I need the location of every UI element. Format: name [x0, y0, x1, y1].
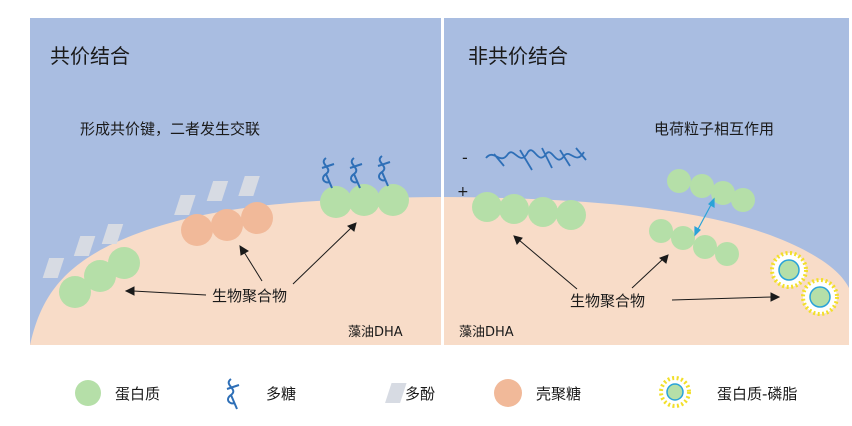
protein-particle [556, 200, 586, 230]
protein-particle [731, 188, 755, 212]
positive-charge-sign: + [457, 184, 469, 200]
protein-particle [528, 197, 558, 227]
arrowhead-icon [659, 254, 669, 264]
polyphenol-icon [42, 258, 65, 278]
polysaccharide-strand [485, 147, 587, 171]
right-panel-title: 非共价结合 [468, 44, 568, 68]
polyphenol-icon [174, 195, 196, 215]
right-protein-chain-1 [472, 192, 586, 230]
protein-phospholipid-particle [770, 251, 808, 289]
arrowhead-icon [770, 292, 781, 302]
interaction-double-arrow [694, 197, 715, 237]
right-aggregate-label: 生物聚合物 [570, 292, 645, 310]
protein-particle [649, 219, 673, 243]
protein-particle [320, 186, 352, 218]
legend-protein-label: 蛋白质 [115, 385, 160, 403]
right-oil-droplet [444, 197, 849, 345]
legend-protein-icon [75, 380, 101, 406]
left-oil-label: 藻油DHA [348, 325, 403, 340]
right-oil-label: 藻油DHA [459, 325, 514, 340]
legend-chitosan-icon [494, 379, 522, 407]
left-arrows [124, 222, 357, 296]
arrow-line [243, 251, 263, 282]
left-polyphenol-group-2 [174, 176, 260, 215]
polysaccharide-icon [321, 157, 335, 189]
protein-particle [690, 174, 714, 198]
chitosan-particle [211, 209, 243, 241]
left-panel-title: 共价结合 [50, 44, 130, 68]
protein-particle [84, 260, 116, 292]
arrowhead-icon [694, 225, 701, 237]
protein-particle [667, 169, 691, 193]
protein-particle [499, 194, 529, 224]
arrowhead-icon [239, 245, 249, 256]
arrowhead-icon [124, 286, 135, 296]
arrow-line [292, 227, 352, 285]
arrow-line [132, 290, 207, 296]
left-protein-chain-1 [59, 247, 140, 308]
arrow-line [518, 239, 578, 290]
polyphenol-icon [101, 224, 124, 244]
legend-polysaccharide-label: 多糖 [266, 385, 296, 403]
left-polysaccharide-group [321, 155, 391, 189]
arrow-line [671, 296, 773, 301]
legend-polyphenol-icon [385, 383, 407, 403]
chitosan-particle [181, 214, 213, 246]
arrow-line [696, 202, 713, 232]
protein-particle [715, 242, 739, 266]
protein-particle [671, 226, 695, 250]
protein-particle [377, 184, 409, 216]
polysaccharide-icon [377, 155, 391, 187]
arrowhead-icon [708, 197, 715, 209]
protein-particle [59, 276, 91, 308]
left-chitosan-chain [181, 202, 273, 246]
legend-protein-phospholipid-label: 蛋白质-磷脂 [717, 385, 797, 403]
polysaccharide-icon [349, 157, 363, 189]
left-panel-description: 形成共价键，二者发生交联 [80, 120, 260, 138]
right-arrows [513, 235, 781, 302]
protein-phospholipid-particle [801, 278, 839, 316]
arrowhead-icon [347, 222, 357, 232]
phospholipid-core [666, 383, 684, 401]
legend: 蛋白质 多糖 多酚 壳聚糖 蛋白质-磷脂 [75, 376, 797, 410]
polyphenol-icon [238, 176, 260, 196]
protein-particle [108, 247, 140, 279]
protein-particle [693, 235, 717, 259]
right-panel-description: 电荷粒子相互作用 [654, 120, 774, 138]
left-aggregate-label: 生物聚合物 [212, 287, 287, 305]
negative-charge-sign: - [462, 148, 468, 167]
legend-chitosan-label: 壳聚糖 [536, 385, 581, 403]
protein-particle [348, 184, 380, 216]
phospholipid-core [809, 286, 831, 308]
right-protein-chain-lower [649, 219, 739, 266]
legend-protein-phospholipid-icon [659, 376, 691, 408]
left-protein-chain-2 [320, 184, 409, 218]
protein-particle [472, 192, 502, 222]
left-polyphenol-group-1 [42, 224, 124, 278]
polyphenol-icon [206, 181, 229, 201]
chitosan-particle [241, 202, 273, 234]
legend-polyphenol-label: 多酚 [405, 385, 435, 403]
right-protein-chain-upper [667, 169, 755, 212]
left-oil-droplet [30, 197, 441, 345]
polyphenol-icon [73, 236, 96, 256]
protein-particle [711, 181, 735, 205]
arrowhead-icon [513, 235, 523, 245]
legend-polysaccharide-icon [226, 378, 240, 410]
arrow-line [631, 258, 664, 289]
phospholipid-core [778, 259, 800, 281]
